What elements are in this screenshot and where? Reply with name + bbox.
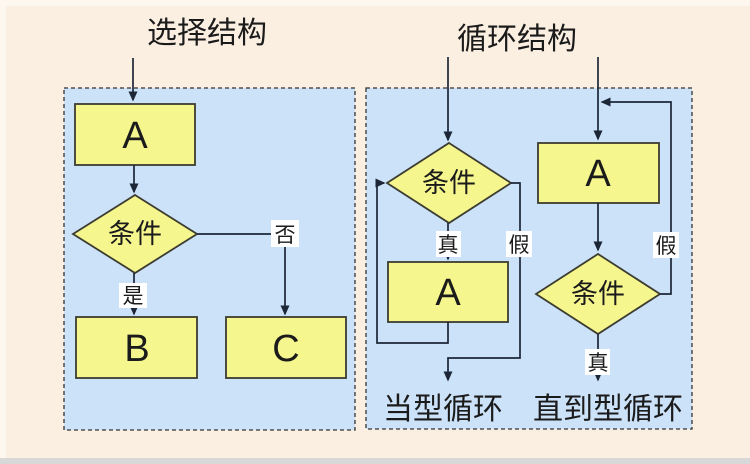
left-hairline [0, 0, 6, 464]
decision-condition [71, 193, 199, 275]
process-box-b-label: B [124, 328, 149, 370]
until-false-label: 假 [656, 235, 677, 258]
until-caption: 直到型循环 [533, 393, 683, 426]
while-body-label: A [435, 272, 461, 314]
no-label-bg [271, 220, 299, 247]
until-true-label-bg [585, 349, 610, 375]
top-hairline [0, 0, 750, 6]
edge-while-loopback [375, 178, 449, 344]
until-false-label-bg [653, 232, 679, 258]
yes-label-bg [119, 283, 147, 308]
while-decision-label: 条件 [422, 168, 476, 198]
selection-title: 选择结构 [147, 17, 267, 50]
process-box-c-label: C [272, 328, 299, 370]
loop-title: 循环结构 [457, 23, 577, 56]
yes-label: 是 [123, 285, 144, 308]
while-false-label: 假 [509, 234, 530, 257]
until-body-box [537, 142, 660, 204]
while-decision [385, 141, 513, 225]
edge-while-false [443, 182, 521, 382]
until-body-label: A [585, 153, 611, 195]
process-box-b [75, 316, 198, 379]
decision-condition-label: 条件 [108, 219, 162, 249]
while-caption: 当型循环 [383, 393, 503, 426]
while-true-label: 真 [438, 234, 459, 257]
bottom-gray-bar [0, 458, 750, 464]
loop-panel [365, 87, 693, 430]
until-decision-label: 条件 [571, 279, 625, 309]
process-box-c [225, 316, 347, 379]
while-body-box [387, 261, 509, 323]
while-true-label-bg [436, 231, 461, 257]
process-box-a-label: A [122, 115, 148, 157]
while-false-label-bg [506, 231, 532, 257]
no-label: 否 [275, 224, 296, 247]
until-true-label: 真 [588, 352, 609, 375]
edge-until-false-feedback [600, 97, 672, 295]
process-box-a [74, 103, 196, 166]
